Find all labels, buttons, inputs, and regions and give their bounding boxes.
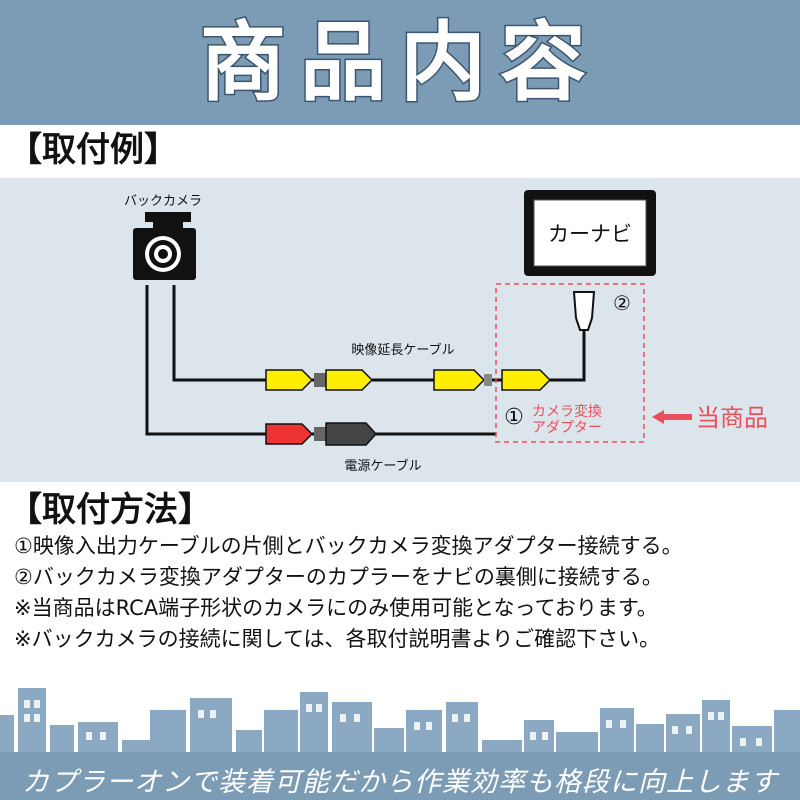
- power-cable-label: 電源ケーブル: [344, 458, 421, 474]
- product-callout: 当商品: [696, 404, 768, 432]
- adapter-label-line2: アダプター: [532, 420, 602, 436]
- car-navi-icon: [524, 190, 656, 276]
- installation-example-panel: バックカメラ カーナビ: [0, 178, 800, 482]
- camera-label: バックカメラ: [124, 194, 202, 209]
- left-arrow-icon: [652, 410, 692, 424]
- method-line-1: ①映像入出力ケーブルの片側とバックカメラ変換アダプター接続する。: [14, 534, 683, 558]
- navi-label: カーナビ: [548, 222, 632, 246]
- back-camera-icon: [133, 212, 196, 280]
- marker-2: ②: [613, 291, 631, 315]
- method-line-2: ②バックカメラ変換アダプターのカプラーをナビの裏側に接続する。: [14, 565, 663, 589]
- method-line-4: ※バックカメラの接続に関しては、各取付説明書よりご確認下さい。: [14, 627, 661, 651]
- yellow-rca-connectors: [265, 369, 552, 391]
- banner-title: 商品内容: [199, 12, 600, 115]
- adapter-label-line1: カメラ変換: [532, 403, 602, 420]
- power-connectors: [265, 422, 378, 446]
- title-banner: 商品内容: [0, 0, 800, 125]
- coupler-icon: [572, 291, 596, 331]
- example-heading: 【取付例】: [8, 130, 178, 170]
- method-line-3: ※当商品はRCA端子形状のカメラにのみ使用可能となっております。: [14, 596, 658, 620]
- city-skyline-decoration: [0, 688, 800, 800]
- wiring-diagram: バックカメラ カーナビ: [124, 190, 768, 474]
- footer-tagline: カプラーオンで装着可能だから作業効率も格段に向上します: [22, 767, 778, 798]
- marker-1: ①: [504, 405, 524, 430]
- video-cable-label: 映像延長ケーブル: [351, 342, 454, 358]
- product-region-outline: [495, 283, 645, 443]
- method-heading: 【取付方法】: [8, 490, 212, 530]
